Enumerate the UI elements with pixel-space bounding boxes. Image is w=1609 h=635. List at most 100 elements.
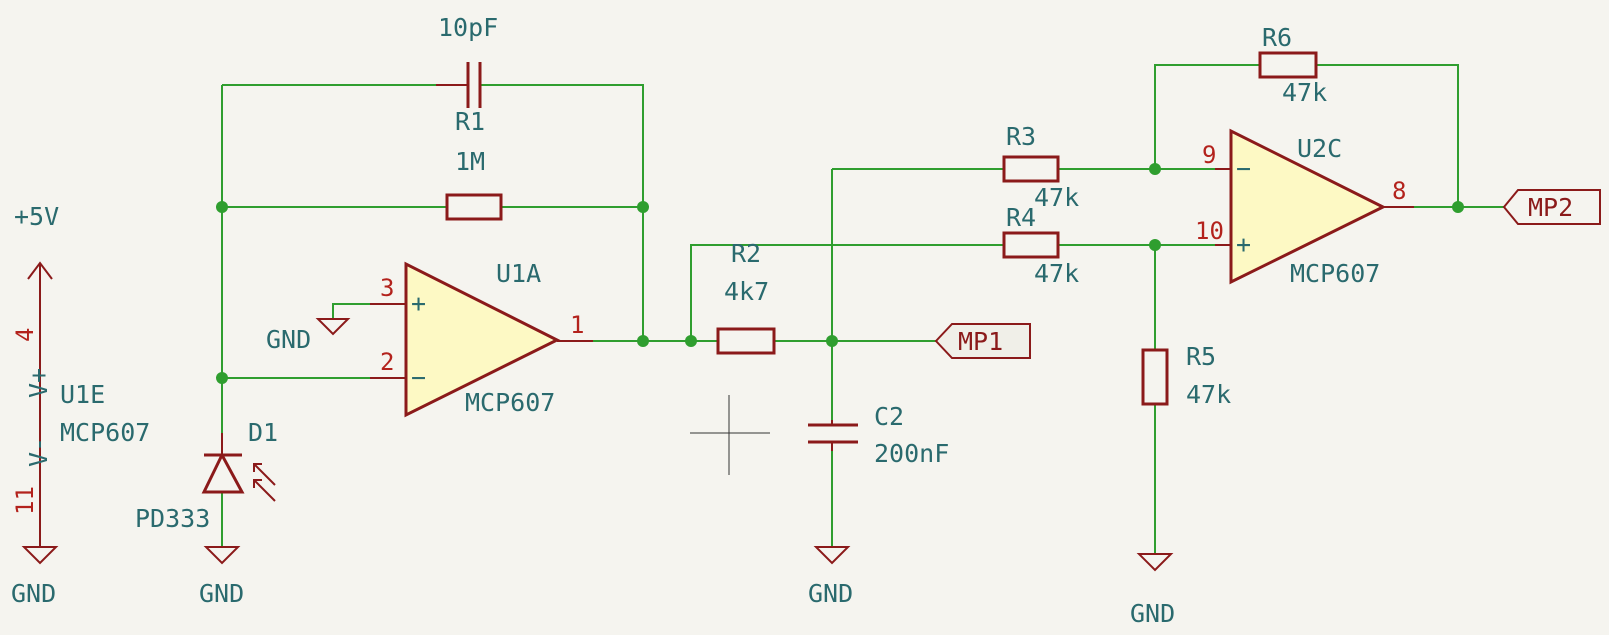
opamp-plus-sign: + [411,289,426,318]
crosshair-cursor-icon [690,395,770,475]
capacitor-c1[interactable]: 10pF [436,13,498,108]
c1-value: 10pF [438,13,498,42]
mp2-label: MP2 [1528,193,1573,222]
vminus-label: V- [24,437,53,467]
r4-value: 47k [1034,259,1079,288]
wire[interactable] [1316,64,1459,207]
r5-reference: R5 [1186,342,1216,371]
junction-dot [685,335,697,347]
opamp-u1a[interactable]: + − 3 2 1 U1A MCP607 [370,259,593,418]
junction-dot [1149,239,1161,251]
d1-reference: D1 [248,418,278,447]
net-label-mp2[interactable]: MP2 [1502,189,1601,225]
vcc-arrow-icon [27,261,53,280]
junction-dot [637,335,649,347]
resistor-body [445,193,503,221]
r6-value: 47k [1282,78,1327,107]
r2-value: 4k7 [724,277,769,306]
wire[interactable] [480,84,644,342]
pin-number: 10 [1195,217,1224,245]
opamp-minus-sign: − [411,363,426,392]
junction-dot [1149,163,1161,175]
junction-dot [216,201,228,213]
resistor-r2[interactable]: R2 4k7 [716,239,776,355]
r6-reference: R6 [1262,23,1292,52]
opamp-body [1229,128,1387,285]
vplus-label: V+ [24,368,53,398]
r3-value: 47k [1034,183,1079,212]
r1-reference: R1 [455,107,485,136]
wire[interactable] [690,244,1004,341]
gnd-label: GND [11,579,56,608]
junction-dot [826,335,838,347]
resistor-r5[interactable]: R5 47k [1141,342,1231,409]
resistor-body [1002,155,1060,183]
gnd-symbol-r5[interactable]: GND [1130,553,1175,628]
resistor-body [1002,231,1060,259]
gnd-icon [813,546,851,565]
resistor-r3[interactable]: R3 47k [1002,122,1079,212]
wire[interactable] [332,303,370,319]
r1-value: 1M [455,147,485,176]
c2-value: 200nF [874,439,949,468]
junction-dot [1452,201,1464,213]
gnd-icon [21,546,59,565]
pin-number: 3 [380,274,394,302]
light-arrow-icon [253,463,262,472]
net-label-mp1[interactable]: MP1 [934,323,1031,359]
u1a-reference: U1A [496,259,541,288]
pin-number: 8 [1392,177,1406,205]
opamp-power-u1e[interactable]: +5V 4 V+ V- 11 U1E MCP607 GND [11,202,150,608]
gnd-symbol-d1[interactable]: GND [199,546,244,608]
gnd-label: GND [1130,599,1175,628]
gnd-label: GND [266,325,311,354]
junction-dot [637,201,649,213]
opamp-body [404,261,561,418]
resistor-body [1258,51,1318,79]
light-arrow-icon [253,479,276,502]
gnd-icon [315,318,351,336]
c2-reference: C2 [874,402,904,431]
d1-value: PD333 [135,504,210,533]
r2-reference: R2 [731,239,761,268]
u2c-value: MCP607 [1290,259,1380,288]
light-arrow-icon [253,479,262,488]
gnd-symbol-u1a[interactable]: GND [266,318,351,354]
u2c-reference: U2C [1297,134,1342,163]
junction-dot [216,372,228,384]
opamp-u2c[interactable]: − + 9 10 8 U2C MCP607 [1195,128,1414,288]
resistor-r1[interactable]: R1 1M [445,107,503,221]
gnd-icon [1136,553,1174,572]
vcc-label: +5V [14,202,59,231]
u1e-value: MCP607 [60,418,150,447]
pin-number: 9 [1202,141,1216,169]
gnd-label: GND [808,579,853,608]
pin-number: 11 [11,486,39,515]
mp1-label: MP1 [958,327,1003,356]
opamp-minus-sign: − [1236,154,1251,183]
resistor-body [1141,348,1169,406]
resistor-body [716,327,776,355]
gnd-label: GND [199,579,244,608]
r3-reference: R3 [1006,122,1036,151]
net-label-shape [1502,189,1601,225]
r4-reference: R4 [1006,203,1036,232]
u1e-reference: U1E [60,380,105,409]
diode-triangle [201,451,245,494]
gnd-icon [203,546,241,565]
resistor-r6[interactable]: R6 47k [1258,23,1327,107]
pin-number: 4 [11,328,39,342]
capacitor-c2[interactable]: C2 200nF [808,402,949,468]
net-label-shape [934,323,1031,359]
pin-number: 2 [380,348,394,376]
u1a-value: MCP607 [465,388,555,417]
junctions [216,163,1464,384]
photodiode-d1[interactable]: D1 PD333 [135,418,278,533]
pin-number: 1 [570,311,584,339]
opamp-plus-sign: + [1236,230,1251,259]
gnd-symbol-c2[interactable]: GND [808,546,853,608]
wire[interactable] [1154,64,1260,169]
r5-value: 47k [1186,380,1231,409]
resistor-r4[interactable]: R4 47k [1002,203,1079,288]
